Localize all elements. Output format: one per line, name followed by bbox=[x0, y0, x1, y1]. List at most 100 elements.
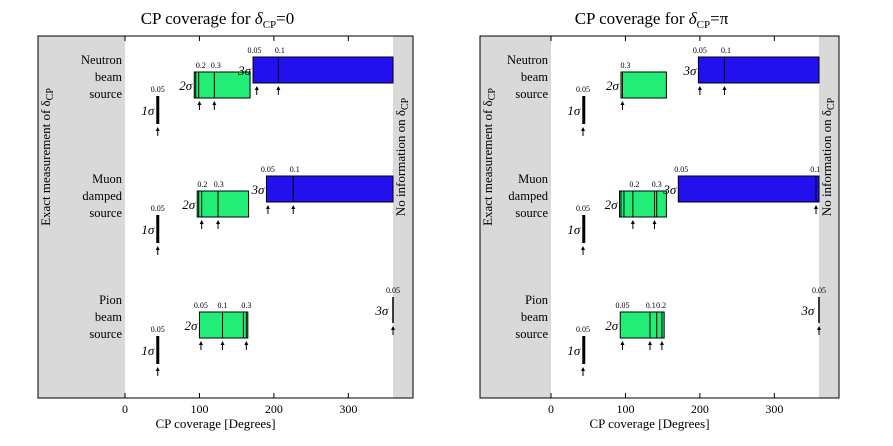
value-label: 0.05 bbox=[151, 204, 165, 213]
sigma-label: 2σ bbox=[179, 78, 193, 93]
arrow-head bbox=[212, 101, 217, 105]
sigma3-bar bbox=[252, 56, 394, 84]
arrow-head bbox=[817, 326, 821, 330]
source-label-line: source bbox=[515, 206, 548, 220]
arrow-head bbox=[391, 326, 395, 330]
value-label: 0.05 bbox=[576, 85, 590, 94]
right-side-label-sub: CP bbox=[826, 97, 837, 110]
value-label: 0.3 bbox=[241, 301, 251, 310]
value-label: 0.05 bbox=[576, 204, 590, 213]
left-side-label-text: Exact measurement of δ bbox=[480, 100, 495, 226]
arrow-head bbox=[254, 86, 259, 90]
left-side-label-sub: CP bbox=[45, 88, 56, 101]
sigma-label: 3σ bbox=[682, 63, 697, 78]
right-side-label-sub: CP bbox=[400, 97, 411, 110]
sigma-label: 3σ bbox=[662, 182, 677, 197]
sigma-label: 1σ bbox=[567, 343, 581, 358]
left-side-label: Exact measurement of δCP bbox=[480, 88, 498, 226]
sigma-label: 3σ bbox=[800, 303, 815, 318]
x-tick-label: 200 bbox=[265, 402, 283, 416]
right-side-label: No information on δCP bbox=[393, 97, 411, 216]
source-label-line: beam bbox=[521, 70, 548, 84]
value-label: 0.1 bbox=[810, 165, 820, 174]
arrow-head bbox=[581, 127, 586, 131]
source-label-line: source bbox=[89, 206, 122, 220]
value-label: 0.1 bbox=[275, 46, 285, 55]
value-label: 0.3 bbox=[214, 180, 224, 189]
source-label-line: Pion bbox=[525, 293, 549, 307]
arrow-head bbox=[648, 341, 653, 345]
sigma-label: 1σ bbox=[567, 222, 581, 237]
arrow-head bbox=[265, 205, 270, 209]
source-label-line: source bbox=[89, 87, 122, 101]
x-tick-label: 300 bbox=[765, 402, 783, 416]
source-label-line: Muon bbox=[518, 172, 549, 186]
chart-title: CP coverage for δCP=0 bbox=[141, 9, 295, 31]
left-shaded-region bbox=[480, 36, 551, 398]
value-label: 0.2 bbox=[629, 180, 639, 189]
right-side-label-text: No information on δ bbox=[393, 110, 408, 216]
x-tick-label: 300 bbox=[339, 402, 357, 416]
sigma-label: 1σ bbox=[141, 343, 155, 358]
arrow-head bbox=[620, 101, 625, 105]
sigma1-bar bbox=[156, 215, 160, 243]
sigma1-bar bbox=[156, 336, 160, 364]
sigma2-bar bbox=[193, 71, 251, 99]
value-label: 0.1 bbox=[646, 301, 656, 310]
title-value: =0 bbox=[276, 9, 294, 28]
title-delta: δ bbox=[255, 9, 264, 28]
sigma-label: 1σ bbox=[141, 222, 155, 237]
plot-frame bbox=[479, 35, 840, 399]
sigma2-bar bbox=[619, 311, 665, 339]
arrow-head bbox=[276, 86, 281, 90]
value-label: 0.05 bbox=[576, 325, 590, 334]
sigma2-bar bbox=[196, 190, 250, 218]
source-label-line: Pion bbox=[99, 293, 123, 307]
x-tick-label: 100 bbox=[616, 402, 634, 416]
source-label-line: Neutron bbox=[81, 53, 123, 67]
arrow-head bbox=[652, 220, 657, 224]
arrow-head bbox=[722, 86, 727, 90]
sigma-label: 1σ bbox=[567, 103, 581, 118]
source-label-line: source bbox=[515, 327, 548, 341]
left-side-label-text: Exact measurement of δ bbox=[38, 100, 53, 226]
sigma1-bar bbox=[582, 215, 586, 243]
right-side-label-text: No information on δ bbox=[819, 110, 834, 216]
value-label: 0.05 bbox=[386, 286, 400, 295]
title-prefix: CP coverage for bbox=[141, 9, 255, 28]
x-tick-label: 0 bbox=[548, 402, 554, 416]
sigma1-bar bbox=[582, 96, 586, 124]
value-label: 0.05 bbox=[151, 85, 165, 94]
arrow-head bbox=[581, 246, 586, 250]
arrow-head bbox=[630, 220, 635, 224]
source-label-line: beam bbox=[521, 310, 548, 324]
x-axis-label: CP coverage [Degrees] bbox=[589, 416, 709, 431]
arrow-head bbox=[155, 127, 160, 131]
title-subscript: CP bbox=[697, 19, 710, 31]
sigma2-bar bbox=[618, 190, 667, 218]
arrow-head bbox=[216, 220, 221, 224]
arrow-head bbox=[620, 341, 625, 345]
x-tick-label: 0 bbox=[122, 402, 128, 416]
plot-frame bbox=[37, 35, 414, 399]
arrow-head bbox=[697, 86, 702, 90]
x-tick-label: 100 bbox=[190, 402, 208, 416]
arrow-head bbox=[244, 341, 249, 345]
left-side-label-sub: CP bbox=[487, 88, 498, 101]
source-label-line: damped bbox=[82, 189, 122, 203]
right-side-label: No information on δCP bbox=[819, 97, 837, 216]
sigma1-bar bbox=[582, 336, 586, 364]
value-label: 0.3 bbox=[652, 180, 662, 189]
value-label: 0.05 bbox=[693, 46, 707, 55]
source-label-line: beam bbox=[95, 310, 122, 324]
x-tick-label: 200 bbox=[691, 402, 709, 416]
value-label: 0.05 bbox=[261, 165, 275, 174]
sigma2-bar bbox=[198, 311, 249, 339]
